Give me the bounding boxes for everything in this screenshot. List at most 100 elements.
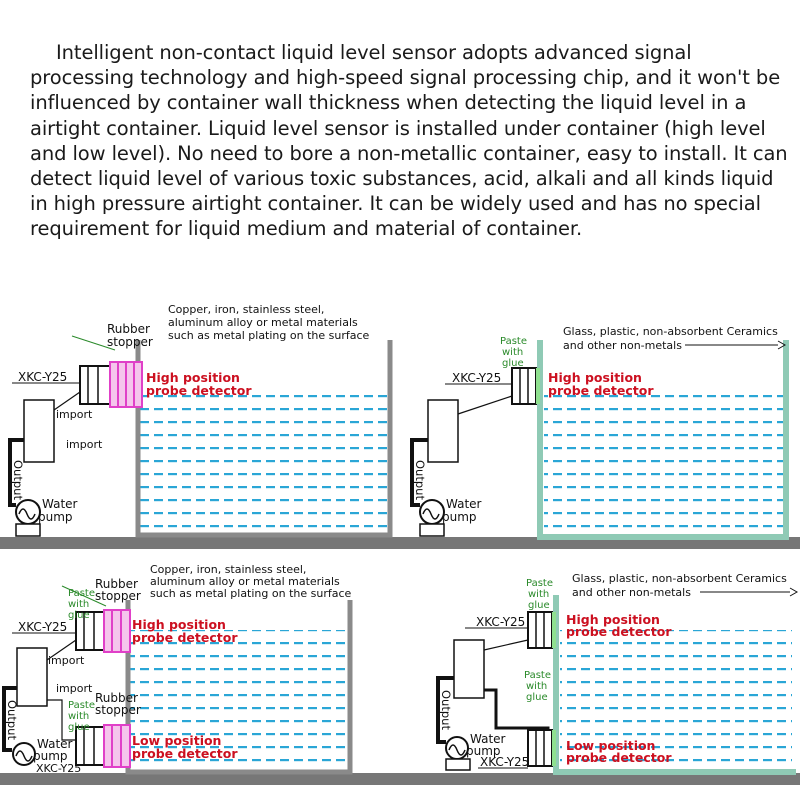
pipe — [436, 676, 454, 744]
with-label-low: with — [526, 681, 547, 692]
probe-detector-label-low: probe detector — [132, 746, 238, 761]
paste-label: Paste — [68, 588, 95, 599]
probe-detector-label: probe detector — [548, 383, 654, 398]
panel-metal-high: XKC-Y25 Rubber stopper Copper, iron, sta… — [0, 303, 400, 549]
sensor-body-low — [527, 729, 553, 767]
pipe — [410, 438, 428, 507]
nonmetal-line2: and other non-metals — [563, 339, 682, 352]
glue-label-low: glue — [526, 692, 548, 703]
ground-bar — [0, 537, 400, 549]
glue-label: glue — [68, 610, 90, 621]
wire — [46, 639, 77, 661]
rubber-stopper-high — [103, 609, 131, 653]
panel-metal-high-low: XKC-Y25 Rubber stopper Paste with glue C… — [0, 563, 400, 785]
pump-label: pump — [442, 510, 477, 524]
probe-detector-label-low: probe detector — [566, 750, 672, 765]
with-label: with — [68, 599, 89, 610]
water-label: Water — [470, 732, 506, 746]
metal-materials-line1: Copper, iron, stainless steel, — [168, 303, 324, 316]
container-wall — [125, 600, 353, 775]
output-label: Output — [439, 690, 453, 730]
paste-label-low: Paste — [68, 700, 95, 711]
glue-label: glue — [528, 600, 550, 611]
glue-label: glue — [502, 358, 524, 369]
metal-materials-line3: such as metal plating on the surface — [150, 587, 352, 600]
sensor-model-label: XKC-Y25 — [18, 370, 67, 384]
import-label-2: import — [66, 438, 103, 451]
import-label-2: import — [56, 682, 93, 695]
high-position-label: High position — [566, 612, 660, 627]
sensor-model-label: XKC-Y25 — [476, 615, 525, 629]
controller-box — [16, 647, 48, 707]
output-label: Output — [413, 460, 427, 500]
sensor-body — [79, 365, 111, 405]
high-position-label: High position — [132, 617, 226, 632]
low-position-label: Low position — [132, 733, 221, 748]
sensor-model-label-low: XKC-Y25 — [36, 762, 81, 775]
sensor-model-label: XKC-Y25 — [452, 371, 501, 385]
high-position-label: High position — [548, 370, 642, 385]
metal-materials-line3: such as metal plating on the surface — [168, 329, 370, 342]
sensor-body-high — [527, 611, 553, 649]
glue-label-low: glue — [68, 722, 90, 733]
intro-paragraph: Intelligent non-contact liquid level sen… — [30, 41, 788, 241]
nonmetal-line1: Glass, plastic, non-absorbent Ceramics — [563, 325, 778, 338]
output-label: Output — [11, 460, 25, 500]
liquid — [544, 385, 784, 535]
panel-nonmetal-high-low: XKC-Y25 Paste with glue Glass, plastic, … — [400, 572, 800, 785]
water-label: Water — [446, 497, 482, 511]
sensor-model-label-low: XKC-Y25 — [480, 755, 529, 769]
wire — [483, 639, 529, 651]
import-label: import — [56, 408, 93, 421]
sensor-body-low — [75, 726, 105, 766]
pipe — [8, 438, 24, 507]
probe-detector-label: probe detector — [146, 383, 252, 398]
wire-low — [47, 699, 76, 741]
stopper-label: stopper — [95, 589, 141, 603]
rubber-stopper-low — [103, 724, 131, 768]
stopper-label-low: stopper — [95, 703, 141, 717]
probe-detector-label-high: probe detector — [566, 624, 672, 639]
wire — [53, 391, 81, 411]
output-label: Output — [5, 700, 19, 740]
paste-label: Paste — [526, 578, 553, 589]
paste-label: Paste — [500, 336, 527, 347]
water-label: Water — [37, 737, 73, 751]
controller-box — [23, 399, 55, 463]
panel-nonmetal-high: XKC-Y25 Paste with glue Glass, plastic, … — [400, 325, 800, 549]
high-position-label: High position — [146, 370, 240, 385]
container-wall — [537, 340, 789, 540]
metal-materials-line2: aluminum alloy or metal materials — [168, 316, 358, 329]
with-label-low: with — [68, 711, 89, 722]
nonmetal-line2: and other non-metals — [572, 586, 691, 599]
ground-bar — [400, 773, 800, 785]
with-label: with — [502, 347, 523, 358]
sensor-body — [511, 367, 537, 405]
liquid — [130, 630, 348, 770]
sensor-model-label: XKC-Y25 — [18, 620, 67, 634]
pump-label: pump — [38, 510, 73, 524]
low-position-label: Low position — [566, 738, 655, 753]
liquid — [560, 630, 792, 770]
rubber-label: Rubber — [95, 577, 138, 591]
paste-label-low: Paste — [524, 670, 551, 681]
nonmetal-line1: Glass, plastic, non-absorbent Ceramics — [572, 572, 787, 585]
liquid — [140, 385, 388, 535]
pump-label: pump — [33, 749, 68, 763]
metal-materials-line2: aluminum alloy or metal materials — [150, 575, 340, 588]
metal-materials-line1: Copper, iron, stainless steel, — [150, 563, 306, 576]
wire — [457, 395, 513, 415]
rubber-label: Rubber — [107, 322, 150, 336]
container-wall — [553, 595, 796, 775]
pipe — [2, 686, 17, 752]
controller-box — [453, 639, 485, 699]
with-label: with — [528, 589, 549, 600]
water-label: Water — [42, 497, 78, 511]
container-wall — [135, 340, 393, 538]
stopper-label: stopper — [107, 335, 153, 349]
rubber-label-low: Rubber — [95, 691, 138, 705]
controller-box — [427, 399, 459, 463]
probe-detector-label-high: probe detector — [132, 630, 238, 645]
pump-label: pump — [466, 744, 501, 758]
